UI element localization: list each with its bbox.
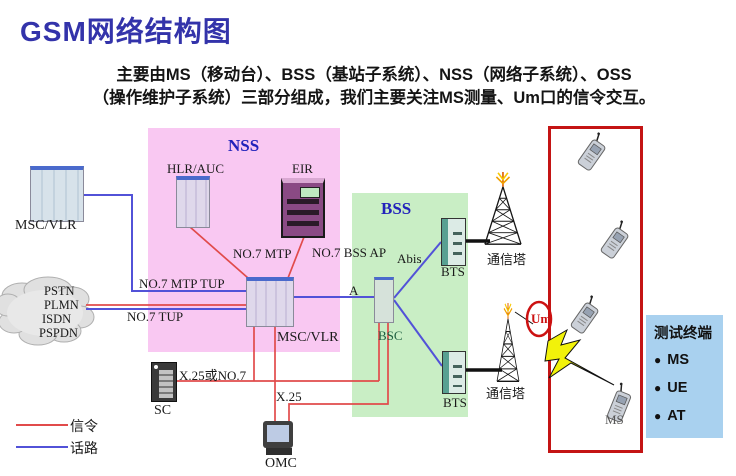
page-title: GSM网络结构图: [20, 16, 232, 47]
cloud-line-isdn: ISDN: [42, 312, 72, 326]
cell-tower-icon: [484, 171, 522, 245]
ms-area-highlight-box: [548, 126, 643, 453]
test-terminal-title: 测试终端: [654, 326, 712, 342]
test-terminal-item-ue: ●UE: [654, 380, 688, 396]
hlr-auc-cabinet: [176, 176, 210, 228]
hlr-auc-label: HLR/AUC: [167, 161, 225, 176]
msc-vlr-left-label: MSC/VLR: [15, 218, 77, 233]
bts-vents: [453, 358, 462, 387]
subtitle-line1: 主要由MS（移动台）、BSS（基站子系统）、NSS（网络子系统）、OSS: [116, 66, 632, 84]
test-terminal-item-at: ●AT: [654, 408, 686, 424]
sc-led: [154, 365, 158, 369]
lightning-icon: [544, 328, 615, 386]
no7-bss-ap-label: NO.7 BSS AP: [312, 245, 387, 260]
no7-mtp-label: NO.7 MTP: [233, 246, 292, 261]
mobile-phone-icon: [569, 294, 605, 335]
subtitle-line2: （操作维护子系统）三部分组成，我们主要关注MS测量、Um口的信令交互。: [92, 89, 656, 107]
nss-group-label: NSS: [228, 136, 260, 155]
cloud-networks-label: PSTN PLMN ISDN PSPDN: [39, 284, 79, 340]
ms-label: MS: [605, 412, 624, 427]
bullet-icon: ●: [654, 381, 662, 395]
slide-subtitle: 主要由MS（移动台）、BSS（基站子系统）、NSS（网络子系统）、OSS （操作…: [28, 64, 720, 110]
legend-signaling-label: 信令: [70, 420, 98, 435]
cloud-line-pspdn: PSPDN: [39, 326, 78, 340]
cell-tower-icon: [496, 302, 520, 383]
bts-top-label: BTS: [441, 264, 465, 279]
legend-voice-label: 话路: [70, 442, 98, 457]
um-highlight-ellipse: [525, 300, 553, 338]
tower-bottom-label: 通信塔: [486, 386, 526, 401]
mobile-phone-icon: [599, 219, 635, 260]
signaling-lines: [86, 226, 389, 422]
eir-screen: [300, 187, 320, 198]
msc-vlr-center-label: MSC/VLR: [277, 330, 339, 345]
cloud-line-pstn: PSTN: [44, 284, 75, 298]
a-interface-label: A: [349, 283, 359, 298]
msc-vlr-center-cabinet: [246, 277, 294, 327]
nss-group-box: [148, 128, 340, 352]
bts-top-cabinet: [441, 218, 466, 266]
sc-panel: [159, 370, 173, 398]
eir-vents: [287, 199, 319, 232]
omc-computer-icon: [263, 421, 293, 448]
sc-device: [151, 362, 177, 402]
air-interface-line: [514, 311, 534, 325]
legend-signaling-line: [16, 424, 68, 426]
bts-vents: [453, 225, 462, 259]
cloud-line-plmn: PLMN: [44, 298, 79, 312]
um-interface-label: Um: [531, 311, 552, 326]
sc-label: SC: [154, 403, 172, 418]
legend-voice-line: [16, 446, 68, 448]
omc-screen: [267, 425, 289, 442]
bts-bottom-cabinet: [442, 351, 466, 394]
eir-device: [281, 178, 325, 238]
tower-top-label: 通信塔: [487, 252, 527, 267]
bsc-cabinet: [374, 277, 394, 323]
omc-label: OMC: [265, 456, 297, 471]
network-cloud-icon: [0, 276, 95, 346]
bullet-icon: ●: [654, 409, 662, 423]
bss-group-label: BSS: [381, 199, 412, 218]
x25-or-no7-label: X.25或NO.7: [179, 368, 247, 383]
bullet-icon: ●: [654, 353, 662, 367]
x25-label: X.25: [276, 389, 302, 404]
eir-label: EIR: [292, 161, 313, 176]
mobile-phone-icon: [576, 131, 612, 172]
voice-lines: [84, 194, 443, 367]
test-terminal-panel: 测试终端 ●MS ●UE ●AT: [646, 315, 723, 438]
omc-computer-base: [266, 448, 292, 455]
no7-mtp-tup-label: NO.7 MTP TUP: [139, 276, 225, 291]
msc-vlr-left-cabinet: [30, 166, 84, 222]
abis-interface-label: Abis: [397, 251, 422, 266]
test-terminal-item-ms: ●MS: [654, 352, 689, 368]
bsc-label: BSC: [378, 328, 403, 343]
bts-bottom-label: BTS: [443, 395, 467, 410]
no7-tup-label: NO.7 TUP: [127, 309, 184, 324]
